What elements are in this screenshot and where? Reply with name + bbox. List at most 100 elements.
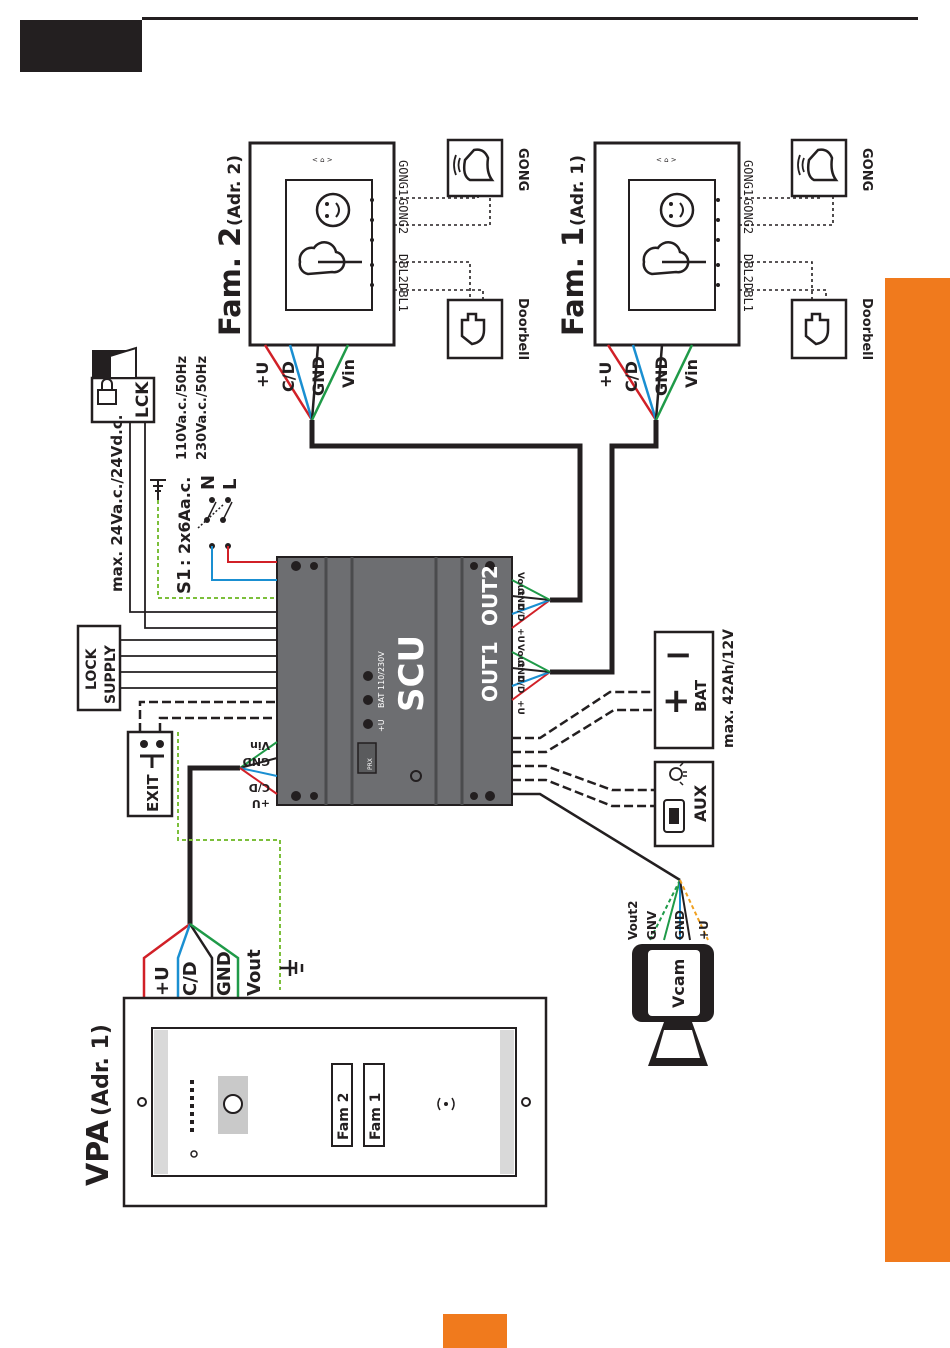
battery-minus: − bbox=[664, 635, 693, 675]
ground-icon bbox=[150, 479, 166, 500]
vpa-title: VPA bbox=[81, 1120, 116, 1186]
vpa-address: (Adr. 1) bbox=[89, 1024, 114, 1116]
scu-output-fans bbox=[511, 579, 551, 701]
vpa-button-fam2: Fam 2 bbox=[331, 1063, 353, 1147]
vpa-button-fam1: Fam 1 bbox=[363, 1063, 385, 1147]
monitor1-dbl2-terminal: DBL2 bbox=[741, 254, 755, 283]
monitor1-doorbell-label: Doorbell bbox=[859, 298, 874, 360]
vcam-fan bbox=[649, 879, 709, 941]
lock-label: LCK bbox=[133, 381, 153, 418]
aux-wires bbox=[512, 764, 655, 808]
vpa-fan bbox=[142, 922, 240, 998]
doorbell-box-2 bbox=[446, 298, 504, 360]
cloud-icon bbox=[298, 241, 362, 276]
monitor1-gong1-terminal: GONG1 bbox=[741, 160, 755, 196]
mon2-gnd-label: GND bbox=[309, 356, 328, 396]
vcam-gnd-label: GND bbox=[673, 910, 687, 940]
vcam-cable bbox=[512, 792, 681, 882]
vcam-plus-u-label: +U bbox=[697, 920, 711, 940]
scu-in-plus-u-label: +U bbox=[252, 797, 270, 810]
monitor2-address: (Adr. 2) bbox=[225, 155, 245, 226]
monitor2-title: Fam. 2 bbox=[213, 227, 247, 336]
monitor1-address: (Adr. 1) bbox=[568, 155, 588, 226]
out2-vout-label: Vout bbox=[515, 572, 525, 596]
header-rule bbox=[142, 17, 918, 20]
gong-box-2 bbox=[446, 138, 504, 198]
vcam-vout2-label: Vout2 bbox=[626, 900, 640, 940]
scu-prx-label: PRX bbox=[367, 758, 374, 770]
mains-l-label: L bbox=[220, 479, 241, 490]
mains-n-label: N bbox=[198, 475, 219, 490]
mon1-plus-u-label: +U bbox=[596, 362, 615, 388]
exit-label: EXIT bbox=[144, 774, 162, 812]
monitor1-title: Fam. 1 bbox=[556, 227, 590, 336]
scu-indicator-u: +U bbox=[377, 719, 386, 732]
earth-icon bbox=[280, 960, 304, 976]
vpa-button-fam2-label: Fam 2 bbox=[336, 1093, 352, 1140]
header-bar bbox=[20, 20, 142, 72]
out2-gnd-label: GND bbox=[515, 588, 525, 610]
lock-device: LCK bbox=[90, 346, 156, 424]
battery-box: + − BAT bbox=[653, 630, 715, 750]
battery-label: BAT bbox=[692, 679, 710, 712]
mon2-plus-u-label: +U bbox=[253, 362, 272, 388]
scu-unit: PRX +U BAT 110/230V SCU OUT1 OUT2 bbox=[276, 556, 513, 806]
scu-in-vin-label: Vin bbox=[250, 739, 270, 752]
monitor1-gong-label: GONG bbox=[859, 148, 874, 191]
vpa-button-fam1-label: Fam 1 bbox=[368, 1093, 384, 1140]
padlock-icon bbox=[97, 378, 117, 405]
monitor-wire-fans bbox=[263, 344, 694, 421]
vpa-plus-u-label: +U bbox=[152, 966, 173, 996]
page-number-tab bbox=[443, 1314, 507, 1348]
monitor-fam2: < ⌂ > Fam. 2 (Adr. 2) GONG1 GONG2 DBL2 D… bbox=[213, 138, 530, 360]
mains-terminals bbox=[204, 497, 231, 549]
scu-out1-label: OUT1 bbox=[478, 641, 502, 702]
key-icon bbox=[663, 799, 685, 833]
monitor2-gong2-terminal: GONG2 bbox=[396, 198, 410, 234]
monitor2-dbl1-terminal: DBL1 bbox=[396, 283, 410, 312]
mains-switch-rating: : 2x6Aa.c. bbox=[175, 477, 194, 566]
monitor1-gong2-terminal: GONG2 bbox=[741, 198, 755, 234]
bell-icon bbox=[453, 148, 495, 182]
aux-box: AUX bbox=[653, 760, 715, 848]
monitor1-dbl1-terminal: DBL1 bbox=[741, 283, 755, 312]
mains-wires bbox=[157, 500, 277, 599]
scu-in-cd-label: C/D bbox=[249, 781, 270, 794]
scu-label: SCU bbox=[392, 635, 432, 712]
hand-press-icon bbox=[460, 312, 486, 346]
exit-button: EXIT bbox=[126, 730, 174, 818]
mains-switch-label: S1 bbox=[174, 569, 195, 595]
out1-gnd-label: GND bbox=[515, 660, 525, 682]
doorbell-box-1 bbox=[790, 298, 848, 360]
mon2-cd-label: C/D bbox=[279, 361, 298, 392]
vcam-gnv-label: GNV bbox=[645, 910, 659, 940]
lock-max-rating: max. 24Va.c./24Vd.c. bbox=[108, 415, 126, 592]
monitor2-dbl2-terminal: DBL2 bbox=[396, 254, 410, 283]
mon2-vin-label: Vin bbox=[339, 359, 358, 388]
out2-plus-u-label: +U bbox=[515, 628, 525, 643]
vpa-panel: Fam 2 Fam 1 bbox=[122, 996, 548, 1208]
monitor2-doorbell-label: Doorbell bbox=[515, 298, 530, 360]
vpa-vout-label: Vout bbox=[244, 949, 265, 996]
out1-vout-label: Vout bbox=[515, 644, 525, 668]
scu-indicator-bat: BAT bbox=[377, 693, 386, 708]
camera-icon: Vcam bbox=[632, 944, 714, 1066]
mains-230v-label: 230Va.c./50Hz bbox=[195, 356, 210, 460]
vcam-label: Vcam bbox=[669, 959, 688, 1008]
scu-indicator-mains: 110/230V bbox=[377, 651, 386, 690]
smiley-icon bbox=[315, 192, 351, 228]
scu-out2-label: OUT2 bbox=[478, 565, 502, 626]
scu-in-gnd-label: GND bbox=[243, 755, 270, 768]
lock-wires bbox=[129, 422, 277, 629]
out1-plus-u-label: +U bbox=[515, 700, 525, 715]
exit-wires bbox=[138, 700, 277, 732]
cloud-icon bbox=[642, 241, 706, 276]
battery-plus: + bbox=[662, 681, 691, 721]
mains-switch: S1 : 2x6Aa.c. N L 110Va.c./50Hz 230Va.c.… bbox=[150, 356, 241, 594]
lightbulb-icon bbox=[669, 762, 687, 786]
monitor2-gong-label: GONG bbox=[515, 148, 530, 191]
side-tab bbox=[885, 278, 950, 1262]
lock-supply-wires bbox=[120, 639, 277, 689]
vpa-gnd-label: GND bbox=[214, 951, 235, 996]
